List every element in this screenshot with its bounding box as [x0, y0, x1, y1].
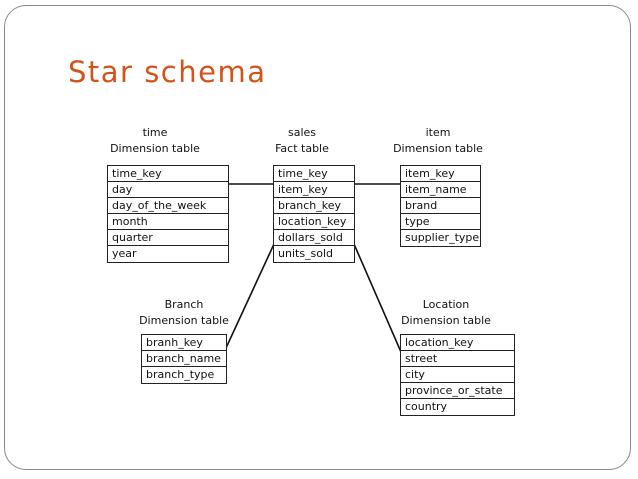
table-row: day_of_the_week [108, 198, 228, 214]
location-table-caption: Location Dimension table [366, 297, 526, 329]
table-row: branh_key [142, 335, 226, 351]
table-row: branch_name [142, 351, 226, 367]
table-row: location_key [401, 335, 514, 351]
time-table-name: time [142, 126, 168, 139]
table-row: province_or_state [401, 383, 514, 399]
sales-table-kind: Fact table [275, 142, 329, 155]
sales-table-name: sales [287, 126, 317, 139]
table-row: month [108, 214, 228, 230]
branch-table-name: Branch [164, 298, 204, 311]
time-dimension-table: time_key day day_of_the_week month quart… [107, 165, 229, 263]
table-row: street [401, 351, 514, 367]
table-row: country [405, 400, 448, 413]
location-table-name: Location [422, 298, 470, 311]
item-dimension-table: item_key item_name brand type supplier_t… [400, 165, 481, 247]
table-row: branch_key [274, 198, 354, 214]
table-row: units_sold [278, 247, 334, 260]
item-table-kind: Dimension table [393, 142, 483, 155]
table-row: city [401, 367, 514, 383]
time-table-kind: Dimension table [110, 142, 200, 155]
table-row: item_key [401, 166, 480, 182]
branch-table-caption: Branch Dimension table [104, 297, 264, 329]
table-row: dollars_sold [274, 230, 354, 246]
table-row: brand [401, 198, 480, 214]
table-row: branch_type [146, 368, 215, 381]
location-dimension-table: location_key street city province_or_sta… [400, 334, 515, 416]
table-row: supplier_type [405, 231, 480, 244]
item-table-caption: item Dimension table [358, 125, 518, 157]
table-row: quarter [108, 230, 228, 246]
table-row: type [401, 214, 480, 230]
location-table-kind: Dimension table [401, 314, 491, 327]
table-row: time_key [108, 166, 228, 182]
sales-fact-table: time_key item_key branch_key location_ke… [273, 165, 355, 263]
item-table-name: item [425, 126, 451, 139]
time-table-caption: time Dimension table [75, 125, 235, 157]
table-row: item_key [274, 182, 354, 198]
branch-table-kind: Dimension table [139, 314, 229, 327]
table-row: time_key [274, 166, 354, 182]
table-row: location_key [274, 214, 354, 230]
table-row: day [108, 182, 228, 198]
sales-table-caption: sales Fact table [222, 125, 382, 157]
branch-dimension-table: branh_key branch_name branch_type [141, 334, 227, 384]
table-row: year [112, 247, 137, 260]
table-row: item_name [401, 182, 480, 198]
slide-title: Star schema [68, 55, 267, 89]
